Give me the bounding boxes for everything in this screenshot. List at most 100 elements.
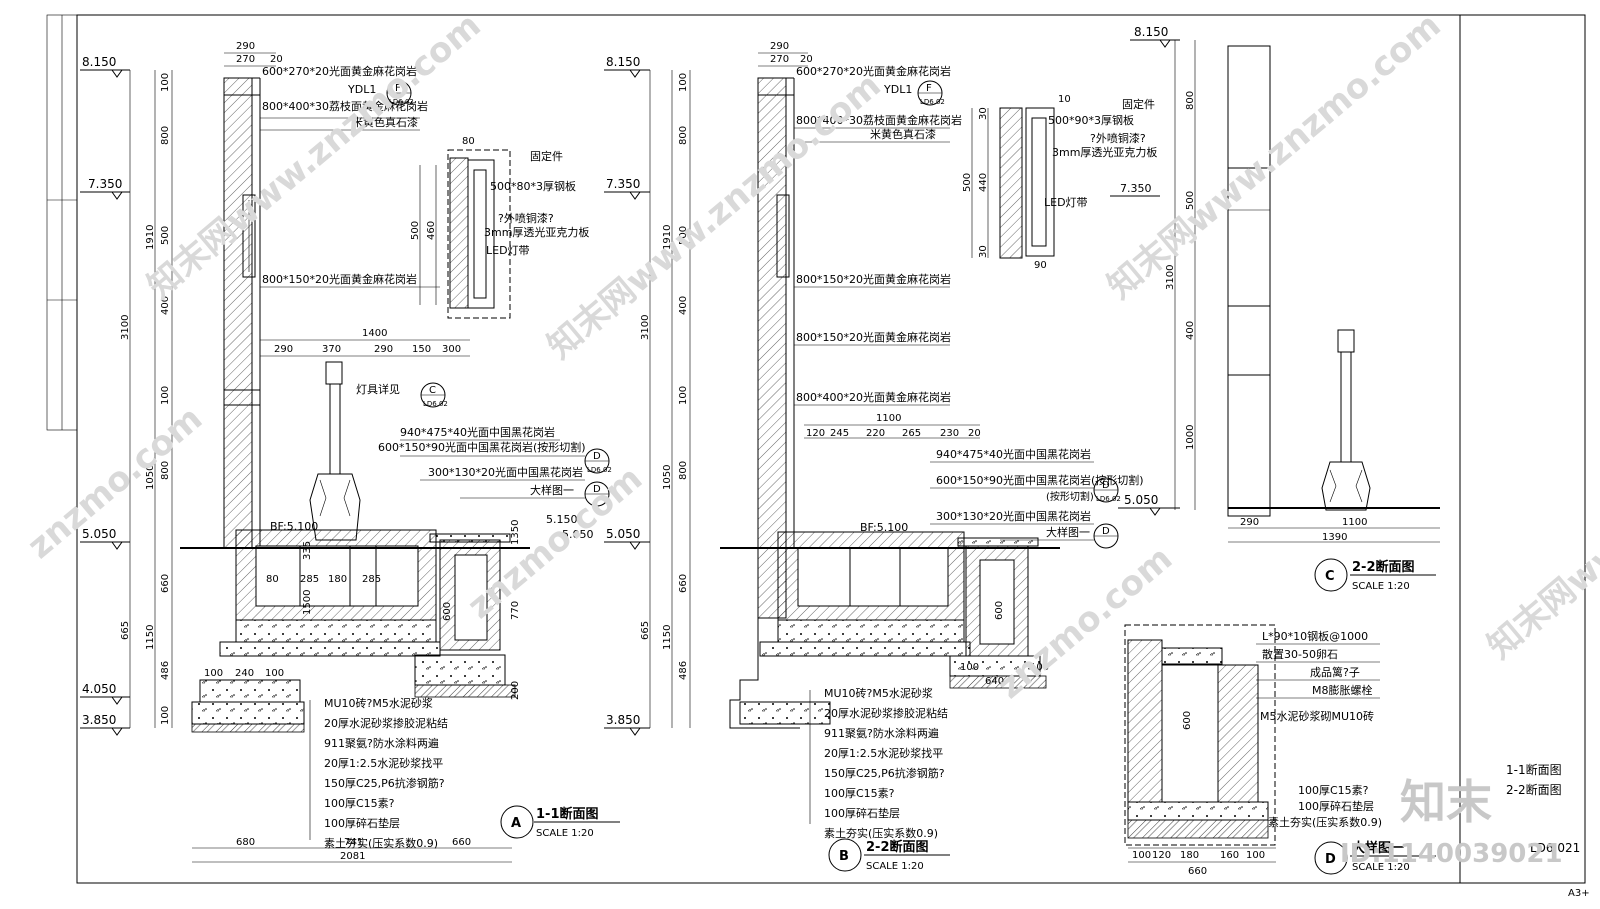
elev-3850-a: 3.850 [80,713,130,736]
svg-text:LD6.02: LD6.02 [920,98,945,106]
svg-text:200: 200 [510,681,521,700]
svg-text:180: 180 [1180,850,1199,861]
svg-text:固定件: 固定件 [1122,97,1155,111]
svg-text:A: A [511,816,521,831]
svg-text:100厚C15素?: 100厚C15素? [824,787,895,800]
svg-text:20厚水泥砂浆掺胶泥粘结: 20厚水泥砂浆掺胶泥粘结 [324,716,448,730]
svg-text:M5水泥砂浆砌MU10砖: M5水泥砂浆砌MU10砖 [1260,709,1374,723]
svg-text:2081: 2081 [340,851,365,862]
svg-text:500: 500 [962,173,973,192]
svg-text:660: 660 [1188,866,1207,877]
svg-text:1100: 1100 [876,413,901,424]
svg-text:100厚C15素?: 100厚C15素? [324,797,395,810]
svg-text:米黄色真石漆: 米黄色真石漆 [870,127,936,141]
svg-text:C: C [1325,569,1335,584]
svg-text:固定件: 固定件 [530,149,563,163]
svg-text:SCALE 1:20: SCALE 1:20 [866,861,924,872]
svg-text:500: 500 [410,221,421,240]
svg-text:5.050: 5.050 [82,527,116,541]
svg-text:D: D [1102,480,1110,491]
svg-text:800: 800 [160,461,171,480]
svg-text:3.850: 3.850 [82,713,116,727]
svg-text:?外喷铜漆?: ?外喷铜漆? [1090,131,1146,145]
svg-text:3mm厚透光亚克力板: 3mm厚透光亚克力板 [484,225,589,239]
svg-text:660: 660 [160,574,171,593]
elev-7350-a: 7.350 [80,177,130,200]
svg-text:770: 770 [510,601,521,620]
svg-text:100: 100 [204,668,223,679]
svg-text:LED灯带: LED灯带 [1044,196,1088,209]
svg-text:1350: 1350 [510,520,521,545]
svg-text:600*150*90光面中国黑花岗岩(按形切割): 600*150*90光面中国黑花岗岩(按形切割) [936,473,1144,487]
svg-text:LD6.02: LD6.02 [1096,495,1121,503]
svg-text:大样图一: 大样图一 [530,483,574,497]
layer-notes-b: MU10砖?M5水泥砂浆 20厚水泥砂浆掺胶泥粘结 911聚氨?防水涂料两遍 2… [809,686,948,840]
svg-text:80: 80 [266,574,279,585]
feature-wall-a [223,77,253,549]
svg-text:30: 30 [978,245,989,258]
svg-text:C: C [429,385,436,396]
svg-text:1150: 1150 [145,625,156,650]
svg-text:3100: 3100 [120,315,131,340]
svg-text:20: 20 [270,54,283,65]
svg-text:4.050: 4.050 [82,682,116,696]
svg-text:灯具详见: 灯具详见 [356,382,400,396]
svg-text:665: 665 [120,621,131,640]
svg-text:500*80*3厚钢板: 500*80*3厚钢板 [490,179,576,193]
svg-text:SCALE 1:20: SCALE 1:20 [1352,862,1410,873]
svg-text:100: 100 [678,386,689,405]
svg-text:大样图一: 大样图一 [1046,525,1090,539]
svg-text:600*270*20光面黄金麻花岗岩: 600*270*20光面黄金麻花岗岩 [796,64,951,78]
svg-text:LD6.02: LD6.02 [423,400,448,408]
svg-text:460: 460 [426,221,437,240]
svg-text:20厚水泥砂浆掺胶泥粘结: 20厚水泥砂浆掺胶泥粘结 [824,706,948,720]
svg-text:486: 486 [160,661,171,680]
elev-8150-a: 8.150 [80,55,130,78]
svg-text:3100: 3100 [1165,265,1176,290]
svg-text:100: 100 [160,706,171,725]
svg-text:290: 290 [1240,517,1259,528]
svg-text:8.150: 8.150 [82,55,116,69]
section-c-title: C 2-2断面图 SCALE 1:20 [1314,558,1436,592]
svg-text:8.150: 8.150 [1134,25,1168,39]
svg-text:素土夯实(压实系数0.9): 素土夯实(压实系数0.9) [824,826,938,840]
section-c: 8.150 5.050 3100 800 500 400 1000 290 11… [1118,25,1440,592]
svg-text:120: 120 [806,428,825,439]
svg-text:800: 800 [678,461,689,480]
svg-text:知末网www.znzmo.com: 知末网www.znzmo.com [1480,365,1600,667]
svg-text:2-2断面图: 2-2断面图 [866,839,929,855]
svg-text:1400: 1400 [362,328,387,339]
svg-text:100: 100 [1132,850,1151,861]
svg-text:800: 800 [160,126,171,145]
detail-d-title: D 大样图一 SCALE 1:20 [1314,840,1436,875]
svg-text:10: 10 [1058,94,1071,105]
svg-text:20厚1:2.5水泥砂浆找平: 20厚1:2.5水泥砂浆找平 [824,746,943,760]
svg-text:知末网www.znzmo.com: 知末网www.znzmo.com [540,65,889,367]
svg-text:600*150*90光面中国黑花岗岩(按形切割): 600*150*90光面中国黑花岗岩(按形切割) [378,440,586,454]
svg-text:M8膨胀螺栓: M8膨胀螺栓 [1312,683,1373,697]
svg-text:BF:5.100: BF:5.100 [860,521,908,534]
svg-text:100厚C15素?: 100厚C15素? [1298,784,1369,797]
svg-text:D: D [1102,526,1110,537]
id-watermark: ID:1140039021 [1340,839,1563,869]
svg-text:285: 285 [300,574,319,585]
lamp-post-c [1321,329,1371,511]
pebble-layer-d [1161,647,1223,665]
svg-text:90: 90 [1034,260,1047,271]
svg-text:1000: 1000 [1185,425,1196,450]
svg-text:MU10砖?M5水泥砂浆: MU10砖?M5水泥砂浆 [824,686,933,700]
svg-text:486: 486 [678,661,689,680]
svg-text:150厚C25,P6抗渗钢筋?: 150厚C25,P6抗渗钢筋? [824,766,945,780]
svg-text:1150: 1150 [662,625,673,650]
svg-text:1910: 1910 [662,225,673,250]
layer-notes-a: MU10砖?M5水泥砂浆 20厚水泥砂浆掺胶泥粘结 911聚氨?防水涂料两遍 2… [309,696,448,850]
section-a-title: A 1-1断面图 SCALE 1:20 [500,805,620,839]
svg-text:F: F [395,83,401,94]
led-lamp-a [242,194,256,278]
lamp-post-a [309,361,361,541]
svg-text:1050: 1050 [145,465,156,490]
svg-text:LD6.02: LD6.02 [587,466,612,474]
svg-text:F: F [926,83,932,94]
